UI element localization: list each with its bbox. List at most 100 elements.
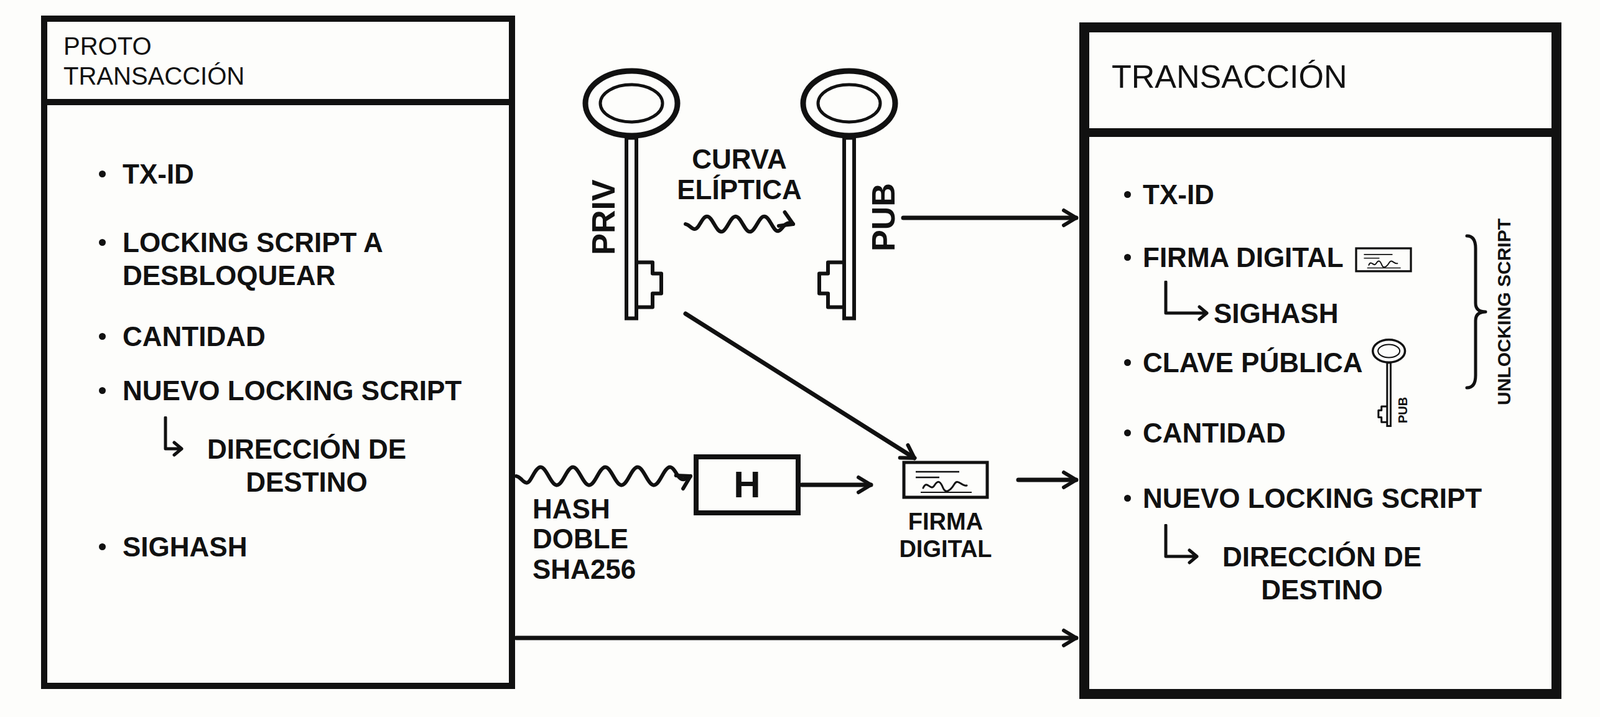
item-text: NUEVO LOCKING SCRIPT xyxy=(1142,482,1482,514)
item-text: SIGHASH xyxy=(1213,297,1339,329)
hash-box: H xyxy=(693,454,801,516)
arrow-connector xyxy=(516,467,691,486)
proto-transaction-box: PROTO TRANSACCIÓN TX-ID LOCKING SCRIPT A D… xyxy=(41,15,516,689)
list-item: NUEVO LOCKING SCRIPT xyxy=(1142,481,1537,515)
label-holder: PUB xyxy=(1395,396,1410,424)
item-text: DIRECCIÓN DE DESTINO xyxy=(207,433,407,498)
item-text: CANTIDAD xyxy=(1142,417,1286,448)
item-text: FIRMA DIGITAL xyxy=(1142,241,1344,273)
bullet xyxy=(1124,190,1131,198)
list-item: FIRMA DIGITAL xyxy=(1142,240,1537,274)
arrow-connector xyxy=(685,216,794,233)
list-item: CANTIDAD xyxy=(1142,416,1537,450)
key-shaft xyxy=(626,138,637,319)
item-text: CANTIDAD xyxy=(122,320,266,352)
list-item: TX-ID xyxy=(122,157,494,191)
item-text: TX-ID xyxy=(1142,179,1215,210)
arrow-connector xyxy=(685,313,915,458)
bullet xyxy=(98,332,106,340)
list-item: SIGHASH xyxy=(122,530,494,563)
sub-arrow xyxy=(162,416,184,458)
curly-brace xyxy=(1466,235,1486,388)
key-ring-inner xyxy=(818,84,881,122)
key-text-holder: PRIV xyxy=(584,179,623,255)
bullet xyxy=(98,238,106,246)
signature-frame xyxy=(1356,248,1411,272)
label-holder: UNLOCKING SCRIPT xyxy=(1493,218,1516,405)
arrow-connector xyxy=(1018,477,1077,483)
bullet xyxy=(1124,358,1131,366)
key-label: PRIV xyxy=(585,179,622,255)
hash-symbol: H xyxy=(733,464,761,506)
edge-label-holder: HASH DOBLE SHA256 xyxy=(532,493,664,585)
transaction-box: TRANSACCIÓN TX-ID FIRMA DIGITAL SIGHASH CLAV… xyxy=(1079,22,1562,699)
signature-drawing xyxy=(1356,248,1411,272)
sub-arrow xyxy=(1163,280,1209,322)
key-shaft xyxy=(844,138,855,319)
list-item: SIGHASH xyxy=(1213,296,1537,330)
key-ring xyxy=(585,70,678,136)
signature-icon xyxy=(902,460,990,499)
key-label: PUB xyxy=(865,182,902,252)
list-item: DIRECCIÓN DE DESTINO xyxy=(1203,539,1441,606)
list-item: DIRECCIÓN DE DESTINO xyxy=(188,432,425,499)
item-text: CLAVE PÚBLICA xyxy=(1142,347,1363,378)
list-item: NUEVO LOCKING SCRIPT xyxy=(122,373,494,407)
bullet xyxy=(1124,253,1131,261)
edge-label-holder: CURVA ELÍPTICA xyxy=(646,144,833,205)
item-text: SIGHASH xyxy=(122,531,247,562)
signature-frame xyxy=(903,462,988,498)
panel-body: TX-ID FIRMA DIGITAL SIGHASH CLAVE PÚBLICA CA… xyxy=(1089,136,1552,631)
item-text: NUEVO LOCKING SCRIPT xyxy=(122,375,462,406)
signature-underline xyxy=(1366,267,1401,269)
signature-scribble xyxy=(1368,260,1398,267)
signature-icon xyxy=(1354,246,1413,273)
key-teeth xyxy=(1378,406,1388,422)
item-text: TX-ID xyxy=(122,158,195,190)
sub-arrow-path xyxy=(1165,281,1207,320)
panel-body: TX-ID LOCKING SCRIPT A DESBLOQUEAR CANTIDA… xyxy=(47,105,509,588)
header-band: PROTO TRANSACCIÓN xyxy=(47,21,509,106)
signature-line xyxy=(915,471,960,478)
key-ring xyxy=(1372,339,1406,363)
bullet xyxy=(98,386,106,394)
arrow-connector xyxy=(801,482,871,488)
key-ring-inner xyxy=(600,84,663,122)
unlocking-script-label: UNLOCKING SCRIPT xyxy=(1493,218,1515,405)
list-item: LOCKING SCRIPT A DESBLOQUEAR xyxy=(122,225,494,292)
key-shaft xyxy=(1387,362,1391,427)
key-text-holder: PUB xyxy=(864,182,903,252)
sub-arrow-path xyxy=(1165,525,1197,563)
item-text: DIRECCIÓN DE DESTINO xyxy=(1222,541,1422,605)
private-key: PRIV xyxy=(578,64,685,326)
key-ring xyxy=(803,70,896,136)
header-band: TRANSACCIÓN xyxy=(1089,32,1552,137)
signature-drawing xyxy=(903,462,988,498)
key-ring-inner xyxy=(1377,344,1400,358)
public-key: PUB xyxy=(796,64,903,326)
key-tag: PUB xyxy=(1395,396,1410,424)
panel-title: TRANSACCIÓN xyxy=(1111,57,1436,96)
arrow-connector xyxy=(516,635,1077,641)
list-item: CLAVE PÚBLICA xyxy=(1142,345,1537,379)
signature-scribble xyxy=(923,481,967,491)
bullet xyxy=(98,170,106,178)
key-teeth xyxy=(636,262,662,308)
signature-underline xyxy=(920,491,972,493)
item-text: LOCKING SCRIPT A DESBLOQUEAR xyxy=(122,227,382,291)
sub-arrow-path xyxy=(165,417,182,455)
sub-arrow xyxy=(1163,523,1199,565)
signature-line xyxy=(1363,254,1393,259)
arrow-connector xyxy=(903,215,1077,221)
bullet xyxy=(98,543,106,550)
edge-label: HASH DOBLE SHA256 xyxy=(532,493,636,585)
panel-title: PROTO TRANSACCIÓN xyxy=(63,31,269,91)
list-item: TX-ID xyxy=(1142,177,1537,211)
key-teeth xyxy=(819,262,845,308)
digital-signature: FIRMA DIGITAL xyxy=(874,460,1018,563)
list-item: CANTIDAD xyxy=(122,319,494,353)
edge-label: CURVA ELÍPTICA xyxy=(676,143,802,205)
bullet xyxy=(1124,494,1131,502)
signature-caption: FIRMA DIGITAL xyxy=(874,507,1018,563)
bullet xyxy=(1124,429,1131,437)
